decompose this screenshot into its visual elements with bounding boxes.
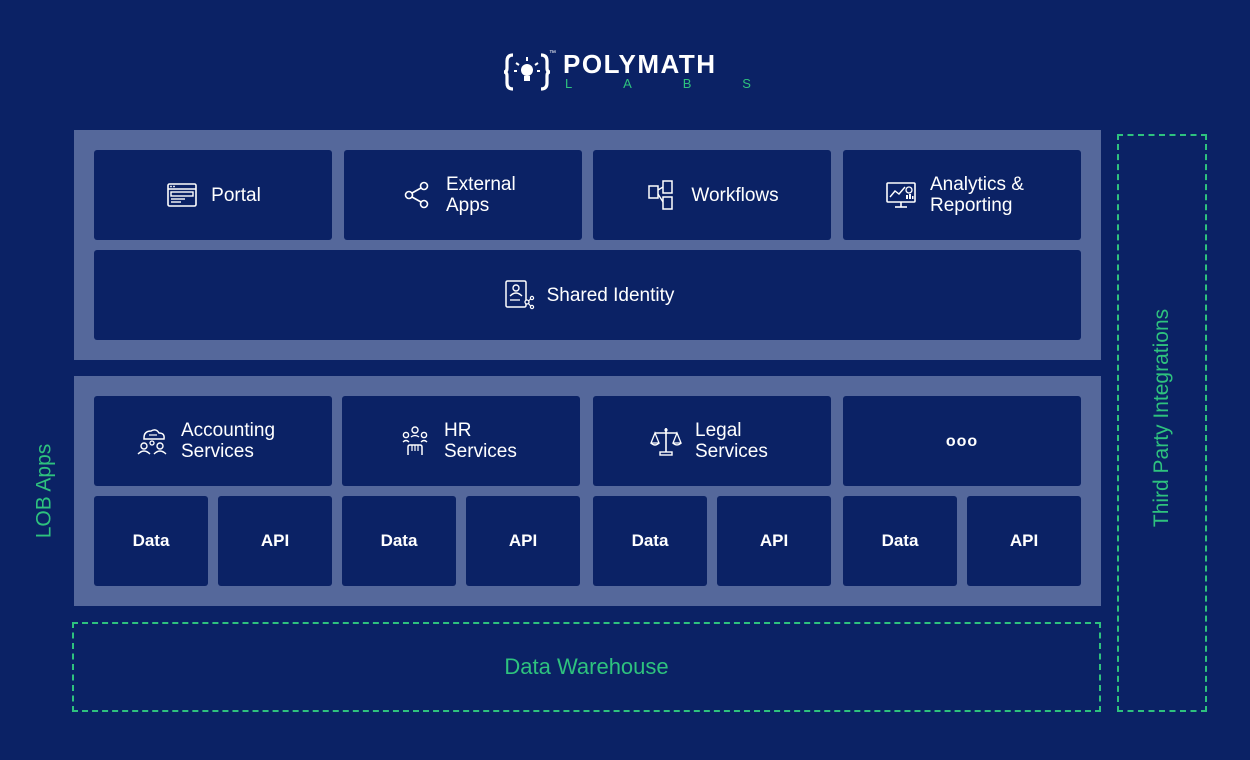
scales-of-justice-icon — [649, 424, 683, 458]
analytics-reporting-box: Analytics & Reporting — [843, 150, 1081, 240]
lob-apps-label-wrap: LOB Apps — [0, 444, 144, 539]
third-party-integrations-label: Third Party Integrations — [1149, 308, 1173, 528]
lob-apps-label: LOB Apps — [32, 443, 55, 539]
data-box: Data — [342, 496, 456, 586]
identity-card-icon — [501, 278, 535, 312]
documents-flow-icon — [645, 178, 679, 212]
data-label: Data — [881, 531, 919, 550]
portal-box: Portal — [94, 150, 332, 240]
brand-sub-letter: L — [565, 76, 573, 91]
data-warehouse-label: Data Warehouse — [504, 654, 669, 679]
api-box: API — [466, 496, 580, 586]
accounting-services-box: Accounting Services — [94, 396, 332, 486]
hr-services-box: HR Services — [342, 396, 580, 486]
data-label: Data — [380, 531, 418, 550]
api-label: API — [1009, 531, 1039, 550]
api-box: API — [717, 496, 831, 586]
browser-window-icon — [165, 178, 199, 212]
brand-sub-letter: S — [742, 76, 751, 91]
shared-identity-label: Shared Identity — [546, 284, 675, 306]
data-label: Data — [631, 531, 669, 550]
brand-sub-letter: B — [682, 76, 692, 91]
data-label: Data — [132, 531, 170, 550]
analytics-reporting-label: Analytics & Reporting — [930, 174, 1024, 216]
cloud-users-icon — [135, 424, 169, 458]
data-box: Data — [94, 496, 208, 586]
hand-people-icon — [398, 424, 432, 458]
api-box: API — [218, 496, 332, 586]
data-box: Data — [593, 496, 707, 586]
external-apps-box: External Apps — [344, 150, 582, 240]
api-box: API — [967, 496, 1081, 586]
third-party-label-wrap: Third Party Integrations — [1012, 309, 1250, 527]
legal-services-label: Legal Services — [695, 420, 768, 462]
api-label: API — [759, 531, 789, 550]
third-party-integrations-box — [1117, 134, 1207, 712]
share-icon — [400, 178, 434, 212]
shared-identity-box: Shared Identity — [94, 250, 1081, 340]
hr-services-label: HR Services — [444, 420, 517, 462]
portal-label: Portal — [211, 184, 261, 206]
monitor-chart-icon — [884, 178, 918, 212]
accounting-services-label: Accounting Services — [181, 420, 276, 462]
workflows-label: Workflows — [691, 184, 779, 206]
brand-name: POLYMATH — [563, 49, 717, 79]
data-box: Data — [843, 496, 957, 586]
api-label: API — [260, 531, 290, 550]
polymath-labs-logo: ™ POLYMATH L A B S — [503, 50, 753, 96]
data-warehouse-box: Data Warehouse — [72, 622, 1101, 712]
brand-sub-letter: A — [623, 76, 632, 91]
more-services-box: ooo — [843, 396, 1081, 486]
brand-sub: L A B S — [565, 77, 751, 91]
workflows-box: Workflows — [593, 150, 831, 240]
external-apps-label: External Apps — [446, 174, 516, 216]
api-label: API — [508, 531, 538, 550]
more-services-ellipsis: ooo — [945, 432, 979, 450]
trademark: ™ — [549, 50, 556, 57]
legal-services-box: Legal Services — [593, 396, 831, 486]
lightbulb-brace-icon — [503, 52, 553, 92]
